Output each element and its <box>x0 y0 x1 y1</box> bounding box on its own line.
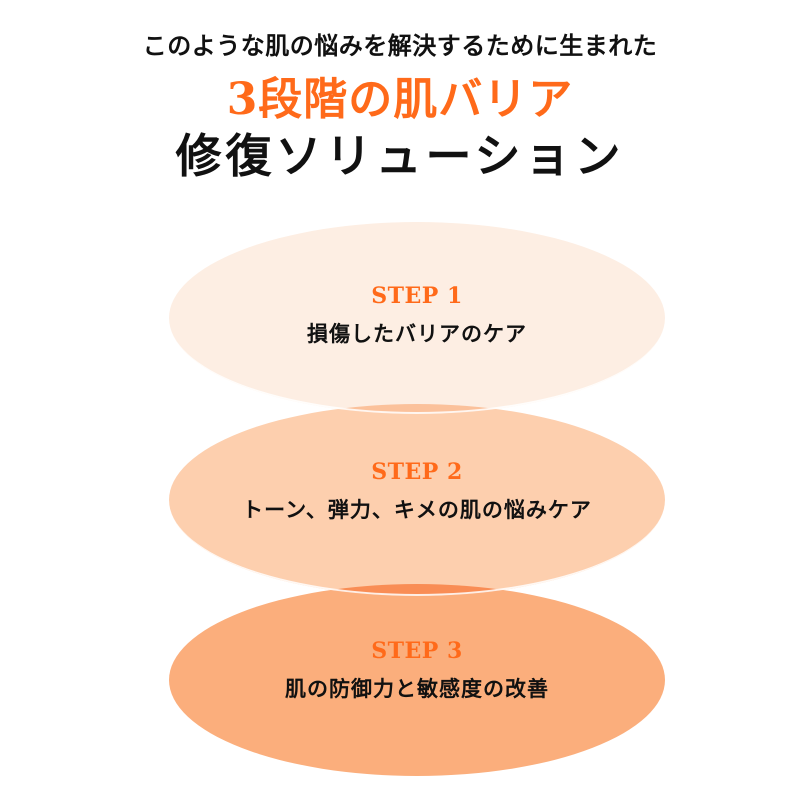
title-highlight: 3段階の肌バリア <box>226 74 574 125</box>
step-2-description: トーン、弾力、キメの肌の悩みケア <box>242 497 592 522</box>
step-1: STEP 1 損傷したバリアのケア <box>169 282 665 348</box>
subtitle: このような肌の悩みを解決するために生まれた <box>142 31 658 60</box>
step-2-label: STEP 2 <box>371 459 463 485</box>
step-2-ellipse <box>169 404 665 596</box>
step-3-ellipse <box>169 584 665 776</box>
step-3-label: STEP 3 <box>371 638 463 664</box>
step-1-description: 損傷したバリアのケア <box>307 321 527 346</box>
step-3: STEP 3 肌の防御力と敏感度の改善 <box>169 637 665 703</box>
step-3-description: 肌の防御力と敏感度の改善 <box>285 676 549 701</box>
step-2: STEP 2 トーン、弾力、キメの肌の悩みケア <box>169 458 665 524</box>
step-1-ellipse <box>169 222 665 414</box>
step-1-label: STEP 1 <box>371 283 463 309</box>
title-main: 修復ソリューション <box>175 129 625 183</box>
